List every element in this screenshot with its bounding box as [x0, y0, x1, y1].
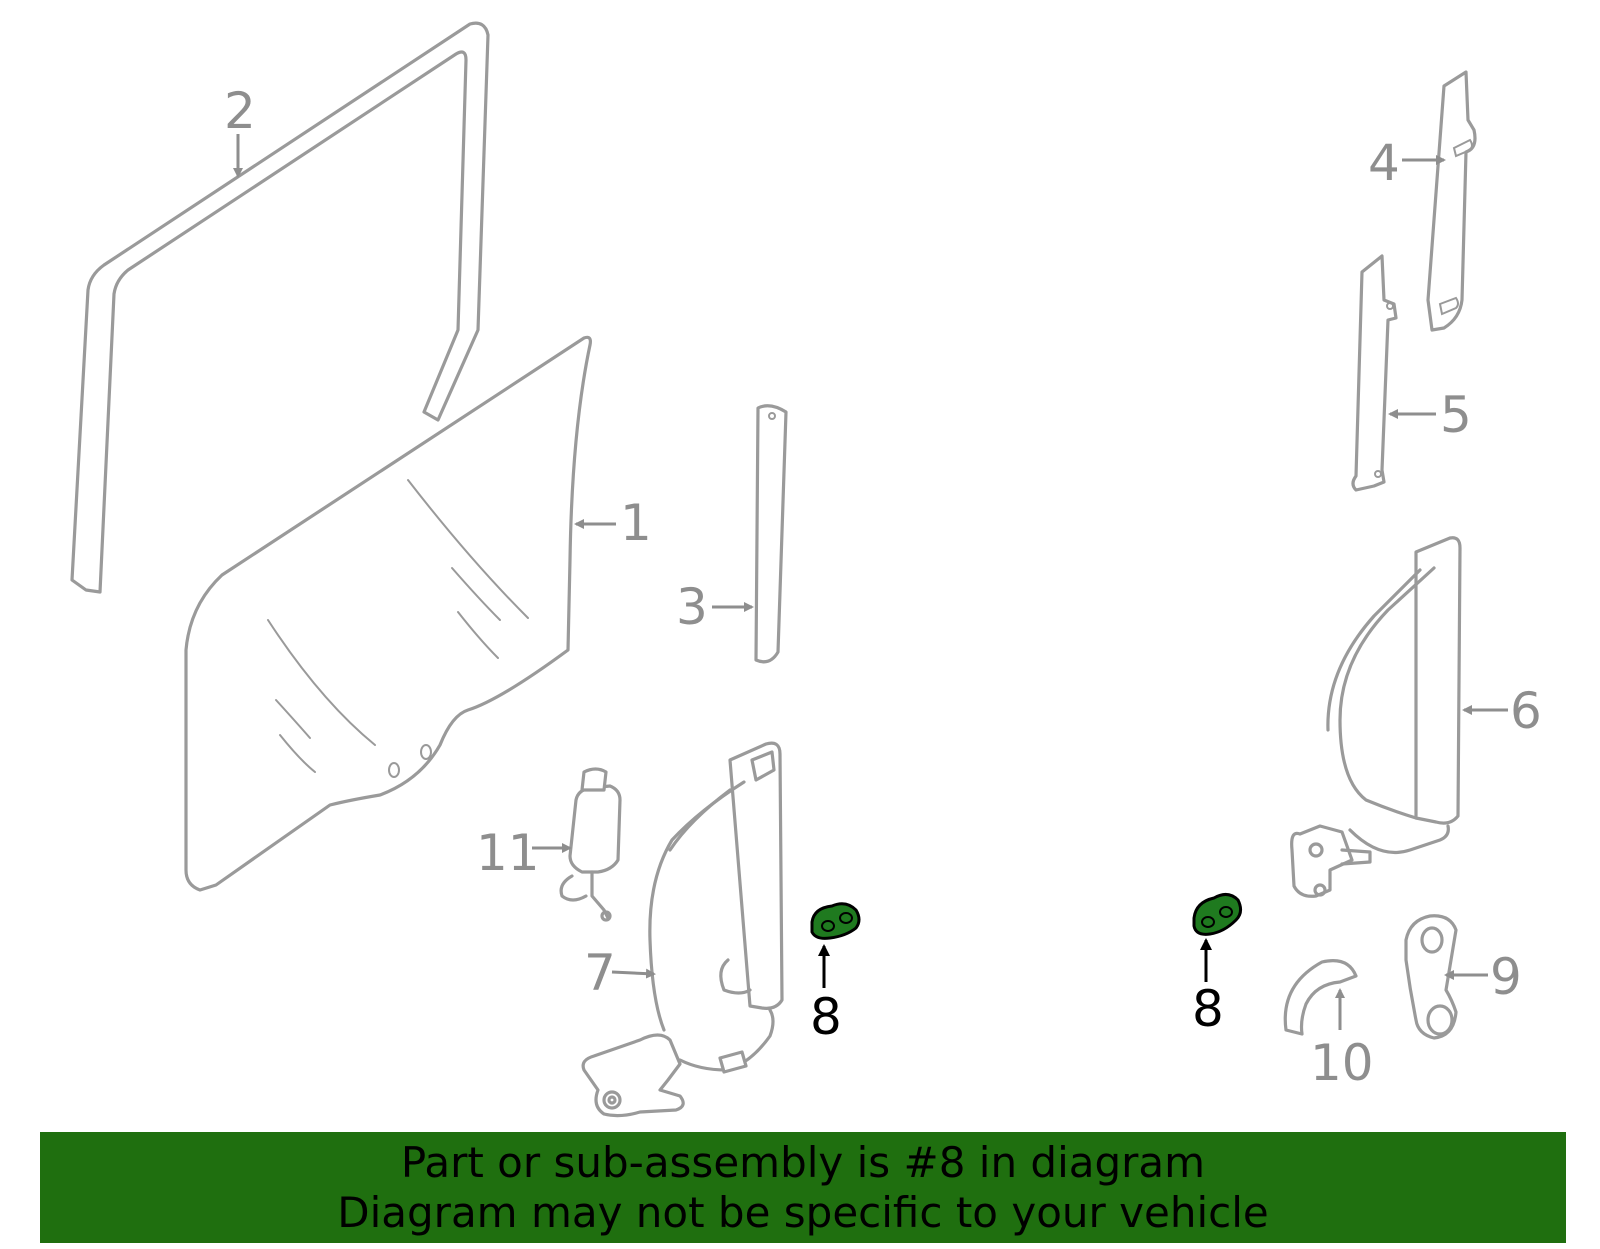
- callout-2: 2: [224, 82, 256, 140]
- callout-5: 5: [1440, 386, 1472, 444]
- callout-11: 11: [476, 824, 540, 882]
- leader-lines: [233, 134, 1508, 1030]
- callout-8-left: 8: [810, 988, 842, 1046]
- callout-9: 9: [1490, 948, 1522, 1006]
- callout-6: 6: [1510, 682, 1542, 740]
- callout-10: 10: [1310, 1034, 1374, 1092]
- crank-handle-part-9: [1404, 914, 1458, 1040]
- callout-1: 1: [620, 494, 652, 552]
- banner-line-2: Diagram may not be specific to your vehi…: [337, 1188, 1269, 1237]
- guide-channel-part-4: [1426, 70, 1477, 332]
- info-banner: Part or sub-assembly is #8 in diagram Di…: [40, 1132, 1566, 1243]
- trim-part-10: [1283, 959, 1358, 1036]
- door-glass-part-1: [184, 335, 592, 892]
- banner-line-1: Part or sub-assembly is #8 in diagram: [400, 1138, 1206, 1187]
- callout-7: 7: [584, 944, 616, 1002]
- callout-3: 3: [676, 578, 708, 636]
- leader-7: [611, 968, 656, 979]
- callout-8-right: 8: [1192, 980, 1224, 1038]
- window-regulator-part-7: [581, 741, 784, 1118]
- run-channel-part-3: [754, 404, 788, 664]
- clip-part-8-right[interactable]: [1192, 893, 1243, 936]
- clip-part-8-left[interactable]: [810, 902, 861, 940]
- guide-channel-part-5: [1351, 254, 1398, 492]
- callout-labels: 1 2 3 4 5 6 7 8 8 9 10 11: [224, 82, 1542, 1092]
- lock-actuator-part-11: [559, 767, 622, 922]
- glass-run-channel-part-2: [70, 21, 490, 594]
- callout-4: 4: [1368, 134, 1400, 192]
- window-regulator-part-6: [1290, 536, 1462, 898]
